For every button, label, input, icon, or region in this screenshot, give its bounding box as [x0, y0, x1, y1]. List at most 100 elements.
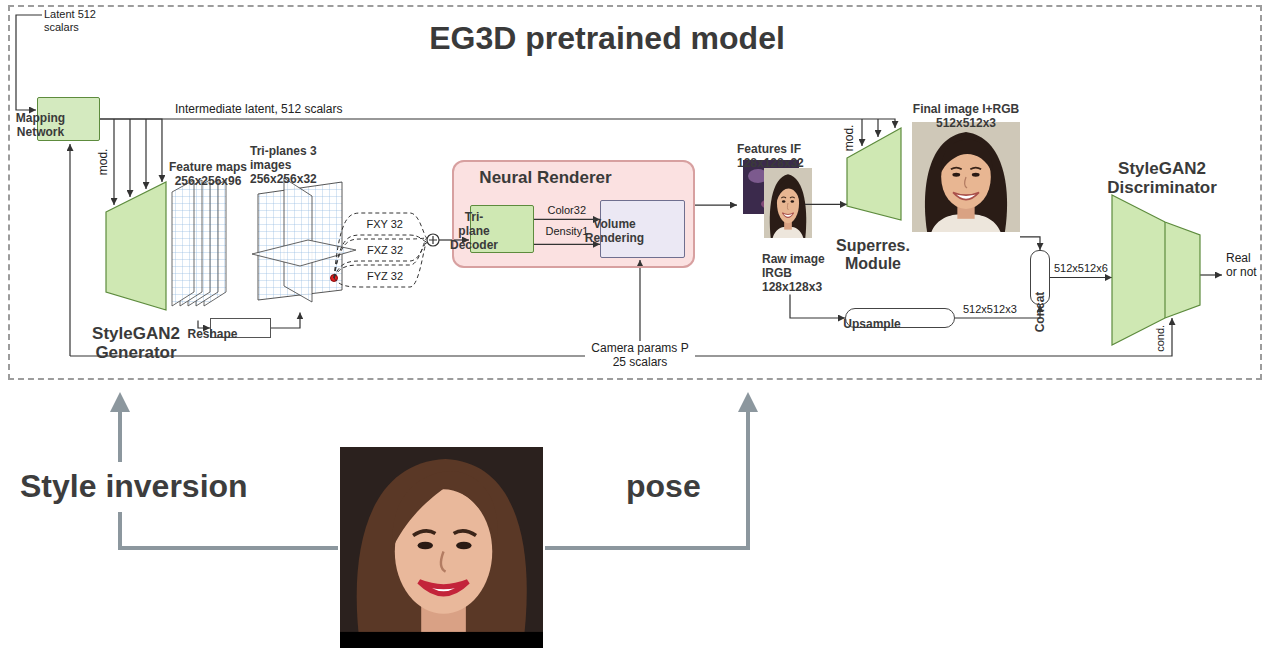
camera-wire: [69, 144, 70, 356]
block-shape: [1112, 195, 1200, 345]
generator-block: StyleGAN2 Generator: [106, 182, 166, 310]
final-picture: [912, 122, 1020, 232]
tri-planes: Tri-planes 3 images 256x256x32: [250, 132, 360, 312]
label-holder: 512x512x3: [963, 303, 1017, 316]
label-holder: 512x512x6: [1054, 262, 1108, 275]
node-label: Tri-plane Decoder: [450, 211, 554, 252]
cond-label: cond.: [1154, 324, 1167, 351]
feature-maps: Feature maps 256x256x96: [168, 148, 248, 321]
input-label: Latent 512 scalars: [44, 8, 104, 33]
flow-connector: [100, 119, 895, 128]
node-label: Features IF 128x128x32: [737, 143, 861, 171]
node-label: Mapping Network: [16, 112, 121, 140]
projection-loop: [334, 242, 427, 287]
flow-connector: [695, 204, 737, 205]
label-holder: Camera params P 25 scalars: [585, 341, 695, 371]
edge-label: mod.: [843, 125, 857, 152]
xz-plane: [252, 240, 356, 266]
label-holder: mod.: [91, 155, 118, 169]
node-label: Upsample: [843, 318, 956, 332]
block-divider: [1164, 222, 1165, 318]
flow-connector: [1050, 277, 1112, 278]
input-arrow: [120, 512, 338, 548]
sum-symbol: [429, 236, 437, 244]
node-label: Tri-planes 3 images 256x256x32: [250, 145, 376, 186]
diagram-title: EG3D pretrained model: [10, 20, 1260, 57]
edge-label: Color32: [548, 204, 587, 217]
camera-label: Camera params P 25 scalars: [585, 341, 695, 371]
label-holder: FYZ 32: [367, 270, 403, 283]
input-arrow: [545, 396, 748, 548]
label-holder: Style inversion: [20, 468, 248, 505]
sum-symbol: [427, 234, 439, 246]
mod-wire: [129, 119, 130, 197]
discriminator-block: StyleGAN2 Discriminator: [1112, 195, 1200, 345]
latent-label: Intermediate latent, 512 scalars: [175, 103, 342, 117]
input-arrow: [118, 396, 122, 462]
feature-sheet: [172, 180, 194, 306]
edge-label: mod.: [97, 149, 111, 176]
label-holder: FXY 32: [367, 218, 404, 231]
plane-feature-label: FXZ 32: [367, 244, 403, 257]
node-label: StyleGAN2 Discriminator: [1104, 160, 1264, 197]
node-label: Neural Renderer: [454, 168, 693, 188]
latent-wire: [16, 15, 42, 110]
block-outline: [106, 182, 166, 310]
label-holder: Intermediate latent, 512 scalars: [175, 103, 342, 117]
plane-feature-label: FXY 32: [367, 218, 404, 231]
raw-picture: [764, 168, 812, 238]
step-label: Style inversion: [20, 468, 248, 505]
model-frame: Mapping NetworkStyleGAN2 GeneratorFeatur…: [8, 5, 1262, 380]
label-holder: cond.: [1147, 332, 1174, 345]
node-label: Final image I+RGB 512x512x3: [912, 103, 1076, 131]
flow-connector: [271, 312, 300, 328]
mod-wire: [877, 119, 878, 137]
features-image: Features IF 128x128x32: [737, 130, 805, 227]
flow-connector: [805, 204, 847, 205]
flow-connector: [534, 219, 600, 220]
raw-image: Raw image IRGB 128x128x3: [752, 168, 828, 294]
label-holder: pose: [626, 468, 701, 505]
projection-loop: [334, 213, 427, 278]
input-photo: [340, 447, 543, 648]
label-holder: Real or not: [1226, 252, 1258, 280]
flow-connector: [790, 294, 845, 318]
label-holder: Density1: [546, 225, 589, 238]
projection-loops: [334, 213, 427, 287]
edge-label: 512x512x6: [1054, 262, 1108, 275]
mapping-network-box: Mapping Network: [37, 97, 100, 141]
label-holder: Latent 512 scalars: [44, 8, 104, 33]
label-holder: mod.: [837, 131, 864, 145]
concat-box: Concat: [1030, 250, 1050, 305]
block-shape: [106, 182, 166, 310]
node-label: Reshape: [187, 328, 293, 342]
upsample-box: Upsample: [845, 308, 955, 328]
edge-label: Density1: [546, 225, 589, 238]
edge-label: 512x512x3: [963, 303, 1017, 316]
mod-wire: [861, 119, 862, 146]
feature-map-stack: [172, 180, 226, 306]
node-label: Superres. Module: [833, 237, 969, 272]
block-outline: [1112, 195, 1200, 345]
camera-wire: [639, 260, 640, 341]
node-label: Concat: [1034, 236, 1046, 333]
decoder-box: Tri-plane Decoder: [470, 205, 534, 253]
block-shape: [847, 128, 901, 220]
connector-group: [100, 119, 1112, 328]
flow-connector: [1020, 237, 1040, 250]
plane-feature-label: FYZ 32: [367, 270, 403, 283]
camera-wires: [70, 144, 1222, 356]
mod-wire: [113, 119, 114, 205]
reshape-box: Reshape: [210, 318, 271, 338]
node-label: Volume Rendering: [585, 218, 700, 246]
mod-wire: [145, 119, 146, 189]
final-image: Final image I+RGB 512x512x3: [912, 90, 1020, 245]
output-wire: [1200, 274, 1222, 275]
step-label: pose: [626, 468, 701, 505]
label-holder: FXZ 32: [367, 244, 403, 257]
volume-rendering-box: Volume Rendering: [600, 200, 685, 258]
output-label: Real or not: [1226, 252, 1258, 280]
